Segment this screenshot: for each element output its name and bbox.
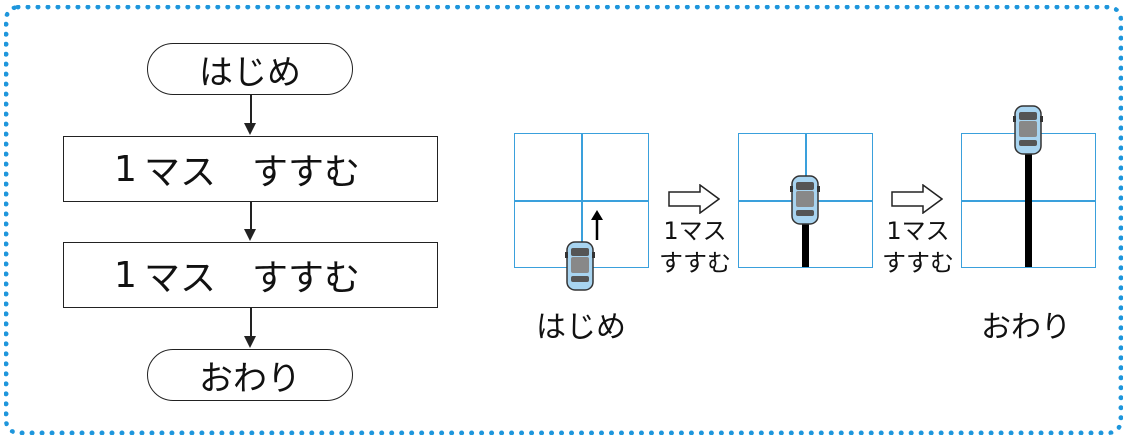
flowchart-end: おわり [147,349,353,401]
caption-start: はじめ [536,310,626,345]
car-icon-end [1013,105,1043,155]
caption-end: おわり [981,310,1071,345]
flowchart-step-2: 1 マス すすむ [63,242,438,308]
car-icon-middle [790,175,820,225]
step-label-1-line1: 1マス [663,217,727,245]
grid-start-vline [581,134,583,267]
flowchart-step-1: 1 マス すすむ [63,136,438,202]
flow-arrow-line-2 [250,202,252,229]
step-1-count: 1 [114,148,137,190]
track-end [1025,150,1032,267]
step-2-action: マス すすむ [144,258,361,299]
hollow-arrow-icon-2 [891,184,943,214]
track-middle [802,220,809,267]
flow-arrow-line-1 [250,95,252,123]
flow-arrow-head-1 [244,123,256,135]
step-label-2-line1: 1マス [886,217,950,245]
car-icon-start [565,241,595,291]
up-arrow-icon [591,210,603,240]
flow-arrow-head-3 [244,336,256,348]
flowchart-end-label: おわり [199,358,301,399]
step-2-count: 1 [114,254,137,296]
flow-arrow-head-2 [244,229,256,241]
dotted-frame [4,5,1123,435]
step-label-2: 1マス すすむ [873,215,963,279]
step-label-1: 1マス すすむ [650,215,740,279]
flow-arrow-line-3 [250,308,252,336]
hollow-arrow-icon-1 [668,184,720,214]
step-label-1-line2: すすむ [659,249,731,277]
step-1-action: マス すすむ [144,152,361,193]
flowchart-start-label: はじめ [199,52,301,93]
flowchart-start: はじめ [147,43,353,95]
step-label-2-line2: すすむ [882,249,954,277]
